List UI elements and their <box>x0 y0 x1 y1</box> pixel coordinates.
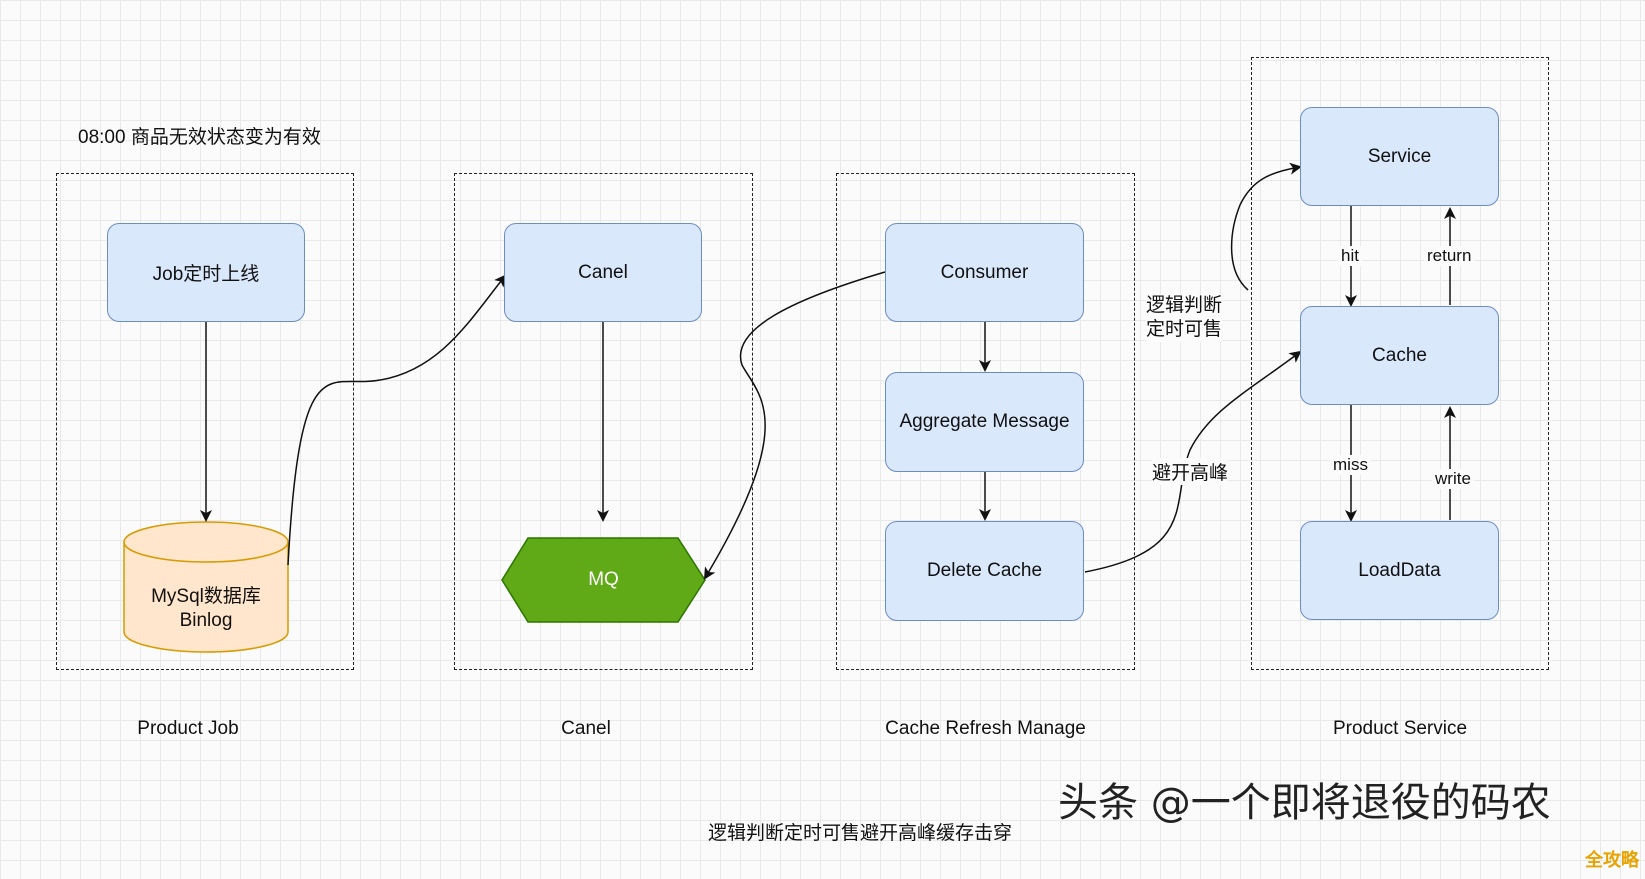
node-mysql-line1: MySql数据库 <box>151 586 261 607</box>
node-delete-cache: Delete Cache <box>885 521 1084 621</box>
mysql-cylinder-shape <box>123 521 289 653</box>
edge-label-write: write <box>1432 469 1474 489</box>
edge-label-avoid-peak: 避开高峰 <box>1152 458 1229 485</box>
group-label-canel: Canel <box>561 718 611 739</box>
node-mq: MQ <box>588 569 619 590</box>
edge-label-miss: miss <box>1330 455 1371 475</box>
node-consumer: Consumer <box>885 223 1084 322</box>
header-note: 08:00 商品无效状态变为有效 <box>78 127 321 148</box>
mq-hexagon-shape <box>501 537 706 623</box>
edge-mysql-to-canel <box>287 274 507 566</box>
group-product-service <box>1251 57 1549 670</box>
node-loaddata: LoadData <box>1300 521 1499 620</box>
node-aggregate: Aggregate Message <box>885 372 1084 472</box>
group-label-cache-refresh: Cache Refresh Manage <box>885 718 1086 739</box>
edge-to-service-logic <box>1230 162 1302 291</box>
edge-delete-to-cache <box>1084 350 1302 573</box>
group-canel <box>454 173 753 670</box>
caption: 逻辑判断定时可售避开高峰缓存击穿 <box>708 823 1013 844</box>
edge-label-logic-line1: 逻辑判断 <box>1146 295 1223 316</box>
group-label-product-service: Product Service <box>1332 718 1468 739</box>
watermark: 头条 @一个即将退役的码农 <box>1058 780 1551 826</box>
edge-label-logic: 逻辑判断 定时可售 <box>1146 294 1223 342</box>
edge-label-return: return <box>1424 246 1475 266</box>
group-product-job <box>56 173 354 670</box>
group-cache-refresh <box>836 173 1135 670</box>
node-canel: Canel <box>504 223 702 322</box>
node-mysql: MySql数据库 Binlog <box>124 585 288 633</box>
node-mysql-line2: Binlog <box>179 610 233 631</box>
watermark-badge: 全攻略 <box>1585 850 1639 871</box>
group-label-product-job: Product Job <box>137 718 239 739</box>
node-cache: Cache <box>1300 306 1499 405</box>
edge-label-logic-line2: 定时可售 <box>1146 319 1223 340</box>
edge-label-hit: hit <box>1338 246 1362 266</box>
edge-consumer-to-mq <box>703 271 886 580</box>
node-job: Job定时上线 <box>107 223 305 322</box>
node-service: Service <box>1300 107 1499 206</box>
